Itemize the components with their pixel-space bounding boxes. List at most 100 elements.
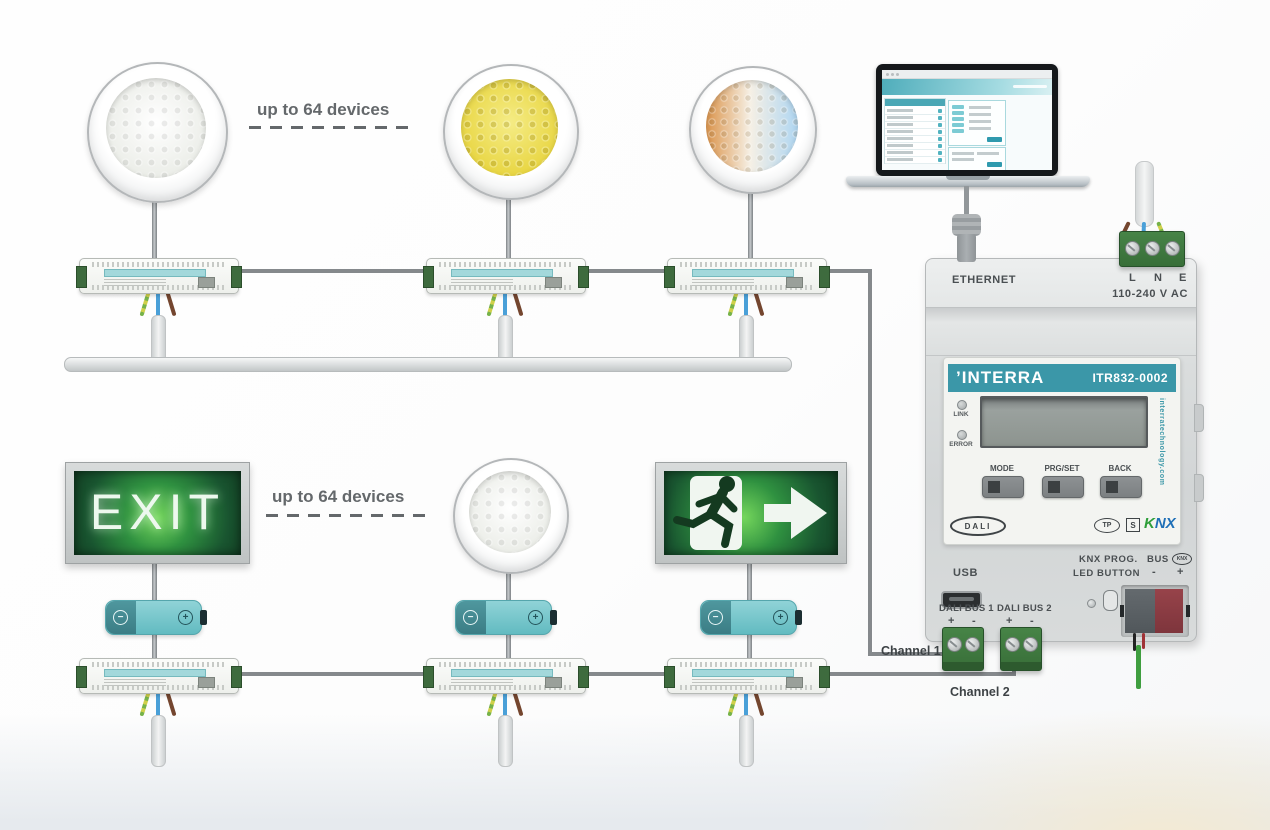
brown-wire xyxy=(165,290,177,317)
led-light-warm-white xyxy=(443,64,579,200)
battery-terminal xyxy=(795,610,802,625)
knx-dali-gateway: ETHERNET L N E 110-240 V AC ’INTERRA ITR… xyxy=(925,161,1204,689)
blue-wire xyxy=(156,291,160,317)
exit-sign: EXIT xyxy=(65,462,250,564)
led-array-icon xyxy=(706,80,798,172)
back-button xyxy=(1100,476,1142,498)
dali-bus2-label: DALI BUS 2 xyxy=(997,603,1052,614)
terminal-screw xyxy=(1125,241,1140,256)
battery-terminal xyxy=(550,610,557,625)
knx-connector-gray xyxy=(1125,589,1155,633)
back-button-label: BACK xyxy=(1108,464,1132,473)
knx-red-wire xyxy=(1142,633,1145,649)
mode-button-label: MODE xyxy=(990,464,1014,473)
dali-bus-wire xyxy=(236,269,427,273)
channel2-label: Channel 2 xyxy=(950,685,1010,699)
led-array-icon xyxy=(469,471,551,553)
brown-wire xyxy=(512,690,524,717)
emergency-battery: − + xyxy=(455,600,557,635)
exit-sign-panel: EXIT xyxy=(74,471,241,555)
dali-bus-wire xyxy=(584,269,669,273)
bus-label: BUS xyxy=(1147,554,1169,565)
wire-fan xyxy=(485,690,525,718)
group-panel xyxy=(948,147,1006,170)
knx-logo-nx: NX xyxy=(1154,515,1176,532)
error-led xyxy=(957,430,967,440)
connector-clip xyxy=(1186,605,1190,617)
channel1-wire xyxy=(868,269,872,656)
website-text: interratechnology.com xyxy=(1158,398,1165,486)
light2-stem xyxy=(506,195,511,260)
prgset-button-label: PRG/SET xyxy=(1044,464,1080,473)
lcd-display xyxy=(980,396,1148,448)
emergency-exit-sign xyxy=(655,462,847,564)
green-yellow-wire xyxy=(139,290,151,317)
channel1-wire xyxy=(868,652,947,656)
device-table xyxy=(884,98,946,164)
dali-driver xyxy=(423,258,589,294)
green-yellow-wire xyxy=(727,690,739,717)
blue-wire xyxy=(503,691,507,717)
power-n-label: N xyxy=(1154,272,1163,284)
exit-sign-text: EXIT xyxy=(89,484,226,540)
dashed-line-bottom xyxy=(266,514,434,517)
led-light-cool-white xyxy=(87,62,228,203)
brand-mark: ’ xyxy=(956,368,962,387)
knx-black-wire xyxy=(1133,633,1136,651)
brown-wire xyxy=(165,690,177,717)
brown-wire xyxy=(753,290,765,317)
voltage-label: 110-240 V AC xyxy=(1112,288,1188,300)
dali-driver xyxy=(664,258,830,294)
tp-logo: TP xyxy=(1094,518,1120,533)
brown-wire xyxy=(512,290,524,317)
terminal-screw xyxy=(965,637,980,652)
din-rail-tab xyxy=(1194,404,1204,432)
settings-panel xyxy=(948,100,1006,146)
dali-bus-wire xyxy=(584,672,669,676)
link-led-label: LINK xyxy=(953,411,969,418)
mains-cable-sheath xyxy=(1135,161,1154,227)
running-man-icon xyxy=(673,476,738,548)
din-rail-tab xyxy=(1194,474,1204,502)
exit-arrow-icon xyxy=(764,487,827,539)
mains-power-line xyxy=(64,357,792,372)
bus-knx-icon: KNX xyxy=(1172,553,1192,565)
led-array-icon xyxy=(106,78,206,178)
laptop-base xyxy=(846,176,1090,187)
emergency-battery: − + xyxy=(105,600,207,635)
terminal-screw xyxy=(1145,241,1160,256)
green-yellow-wire xyxy=(486,690,498,717)
led-button-label: LED BUTTON xyxy=(1073,568,1141,579)
knx-connector-red xyxy=(1155,589,1183,633)
ethernet-label: ETHERNET xyxy=(952,274,1017,286)
mode-button xyxy=(982,476,1024,498)
mains-cable-stub xyxy=(739,715,754,767)
dali-bus1-label: DALI BUS 1 xyxy=(939,603,994,614)
green-yellow-wire xyxy=(139,690,151,717)
dali2-plus: + xyxy=(1006,615,1013,627)
brand-text: INTERRA xyxy=(961,368,1045,387)
blue-wire xyxy=(744,691,748,717)
wire-fan xyxy=(726,290,766,318)
light1-stem xyxy=(152,198,157,260)
terminal-screw xyxy=(1005,637,1020,652)
wire-fan xyxy=(485,290,525,318)
group-label-top: up to 64 devices xyxy=(257,100,390,119)
dali-bus-wire xyxy=(824,269,872,273)
browser-toolbar xyxy=(882,70,1052,79)
brand-bar: ’INTERRA ITR832-0002 xyxy=(948,364,1176,392)
ethernet-plug xyxy=(957,234,976,262)
power-e-label: E xyxy=(1179,272,1187,284)
model-number: ITR832-0002 xyxy=(1092,371,1168,385)
knx-connector-recess xyxy=(1120,585,1190,637)
laptop xyxy=(876,64,1058,176)
brown-wire xyxy=(753,690,765,717)
usb-port xyxy=(941,591,982,609)
battery-plus-icon: + xyxy=(773,610,788,625)
ethernet-plug-boot xyxy=(952,214,981,236)
gateway-front-panel: ’INTERRA ITR832-0002 LINK ERROR interrat… xyxy=(943,357,1181,545)
wire-fan xyxy=(726,690,766,718)
dali-driver xyxy=(76,658,242,694)
green-yellow-wire xyxy=(486,290,498,317)
